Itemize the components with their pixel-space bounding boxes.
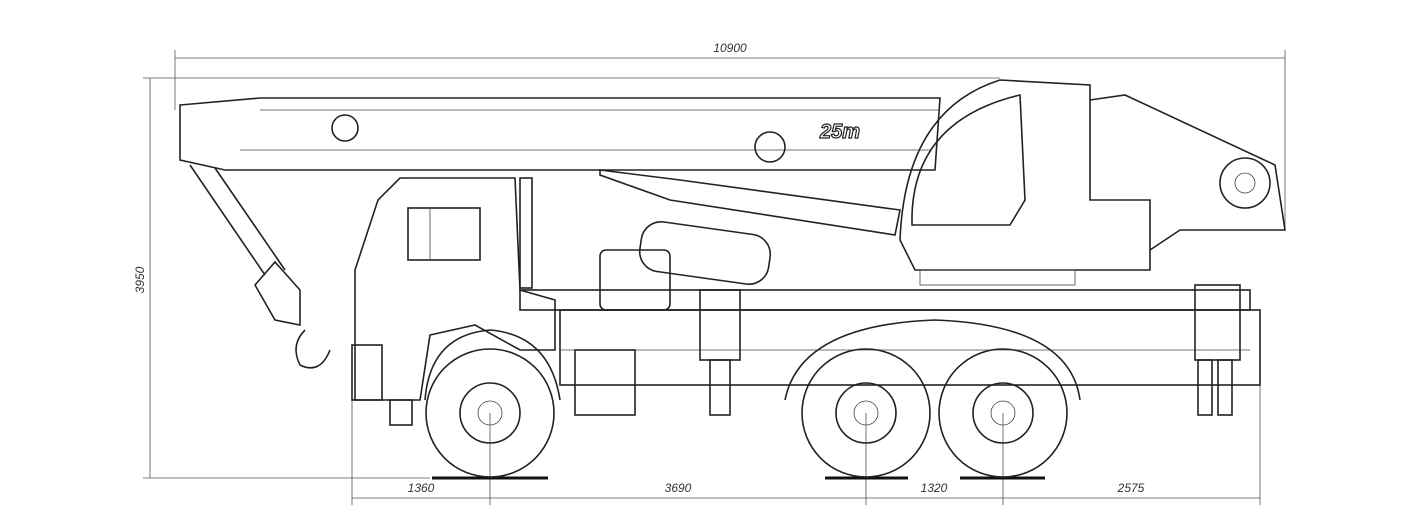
overall-height-label: 3950 <box>133 266 147 293</box>
telescopic-boom: 25т <box>179 97 941 171</box>
rear-outrigger <box>1194 284 1241 416</box>
front-wheel <box>425 348 555 478</box>
tandem-spacing-label: 1320 <box>921 481 948 495</box>
overall-length-dimension: 10900 <box>174 41 1286 230</box>
rear-wheel-2 <box>938 348 1068 478</box>
truck-cab <box>351 177 556 426</box>
rear-overhang-label: 2575 <box>1117 481 1145 495</box>
overall-height-dimension: 3950 <box>133 77 1000 479</box>
chassis-frame <box>519 249 1261 416</box>
capacity-label: 25т <box>819 121 860 143</box>
front-outrigger <box>699 289 741 416</box>
hook-block <box>189 164 331 369</box>
wheel-arches <box>424 319 1081 401</box>
lifting-cylinder <box>599 169 901 236</box>
overall-length-label: 10900 <box>713 41 747 55</box>
rear-wheel-1 <box>801 348 931 478</box>
turntable-superstructure <box>899 79 1286 286</box>
spare-wheel <box>638 220 772 286</box>
front-overhang-label: 1360 <box>408 481 435 495</box>
wheelbase-label: 3690 <box>665 481 692 495</box>
